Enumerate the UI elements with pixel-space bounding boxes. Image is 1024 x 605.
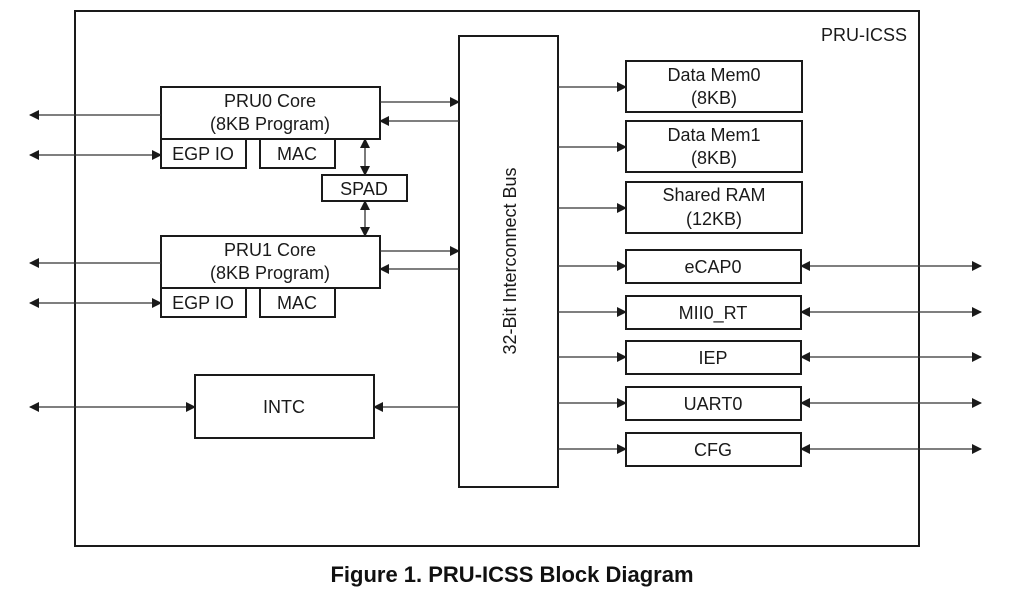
cfg-label: CFG bbox=[694, 440, 732, 460]
pru0-mac-label: MAC bbox=[277, 144, 317, 164]
data-mem1-block bbox=[625, 120, 803, 173]
data-mem1-size: (8KB) bbox=[691, 148, 737, 168]
container-label: PRU-ICSS bbox=[821, 25, 907, 45]
intc-label: INTC bbox=[263, 397, 305, 417]
bus-label: 32-Bit Interconnect Bus bbox=[500, 167, 520, 354]
mii0-rt-label: MII0_RT bbox=[679, 303, 748, 324]
interconnect-bus bbox=[458, 35, 559, 488]
pru1-egpio-label: EGP IO bbox=[172, 293, 234, 313]
pru0-egpio-label: EGP IO bbox=[172, 144, 234, 164]
data-mem1-label: Data Mem1 bbox=[667, 125, 760, 145]
intc-block bbox=[194, 374, 375, 439]
iep-label: IEP bbox=[698, 348, 727, 368]
pru-icss-container bbox=[74, 10, 920, 547]
cfg-block bbox=[625, 432, 802, 467]
data-mem0-label: Data Mem0 bbox=[667, 65, 760, 85]
figure-caption: Figure 1. PRU-ICSS Block Diagram bbox=[330, 562, 694, 587]
pru1-mac-label: MAC bbox=[277, 293, 317, 313]
pru0-mac-block bbox=[259, 138, 336, 169]
uart0-block bbox=[625, 386, 802, 421]
pru1-core-sublabel: (8KB Program) bbox=[210, 263, 330, 283]
pru1-core-label: PRU1 Core bbox=[224, 240, 316, 260]
data-mem0-block bbox=[625, 60, 803, 113]
pru0-core-sublabel: (8KB Program) bbox=[210, 114, 330, 134]
spad-label: SPAD bbox=[340, 179, 388, 199]
pru1-core-block bbox=[160, 235, 381, 289]
pru0-egpio-block bbox=[160, 138, 247, 169]
ecap0-label: eCAP0 bbox=[684, 257, 741, 277]
pru0-core-label: PRU0 Core bbox=[224, 91, 316, 111]
data-mem0-size: (8KB) bbox=[691, 88, 737, 108]
pru1-mac-block bbox=[259, 287, 336, 318]
ecap0-block bbox=[625, 249, 802, 284]
shared-ram-size: (12KB) bbox=[686, 209, 742, 229]
uart0-label: UART0 bbox=[684, 394, 743, 414]
shared-ram-label: Shared RAM bbox=[662, 185, 765, 205]
